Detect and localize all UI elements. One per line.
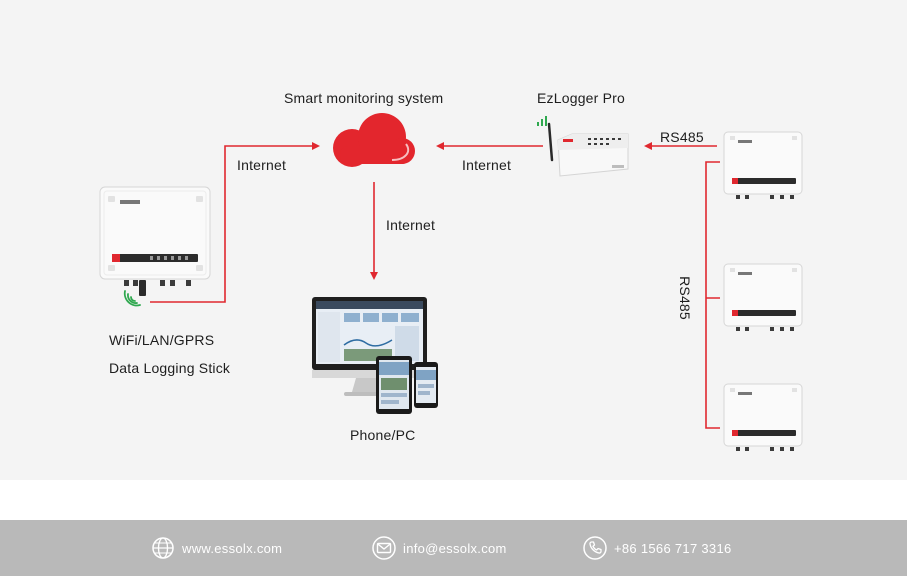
inverter-bottom-right [723, 383, 803, 451]
label-stick-line2: Data Logging Stick [109, 360, 231, 376]
ezlogger-device [537, 116, 629, 177]
link-stick-to-cloud [150, 142, 320, 303]
globe-icon [152, 537, 174, 559]
contact-website[interactable]: www.essolx.com [150, 534, 282, 562]
logging-stick [139, 280, 146, 296]
system-diagram: Smart monitoring system EzLogger Pro RS4… [99, 90, 803, 451]
link-lines [150, 142, 720, 429]
cloud-highlight [391, 143, 410, 161]
mail-icon [372, 536, 396, 560]
label-internet-left: Internet [237, 157, 287, 173]
contact-email[interactable]: info@essolx.com [371, 534, 507, 562]
label-stick-line1: WiFi/LAN/GPRS [109, 332, 215, 348]
signal-bars-icon [537, 116, 547, 126]
inverter-top-right [723, 131, 803, 199]
contact-phone[interactable]: +86 1566 717 3316 [582, 534, 732, 562]
wifi-signal-icon [123, 290, 141, 307]
label-rs485-top: RS485 [660, 129, 704, 145]
label-ezlogger: EzLogger Pro [537, 90, 626, 106]
link-rs485-bus [705, 161, 720, 429]
pc-devices [312, 297, 438, 414]
inverter-middle-right [723, 263, 803, 331]
inverter-with-stick [99, 186, 211, 296]
label-rs485-side: RS485 [676, 276, 693, 320]
label-internet-down: Internet [386, 217, 436, 233]
phone-icon [583, 536, 607, 560]
cloud-icon [333, 113, 415, 167]
diagram-canvas [99, 113, 803, 451]
website-link[interactable]: www.essolx.com [182, 540, 283, 556]
phone-number[interactable]: +86 1566 717 3316 [614, 540, 732, 556]
label-phone-pc: Phone/PC [350, 427, 416, 443]
label-smart-monitoring: Smart monitoring system [284, 90, 444, 106]
spacer-band [0, 480, 907, 520]
email-link[interactable]: info@essolx.com [403, 540, 507, 556]
contact-footer: www.essolx.com info@essolx.com +86 1566 … [0, 520, 907, 576]
label-internet-right: Internet [462, 157, 512, 173]
